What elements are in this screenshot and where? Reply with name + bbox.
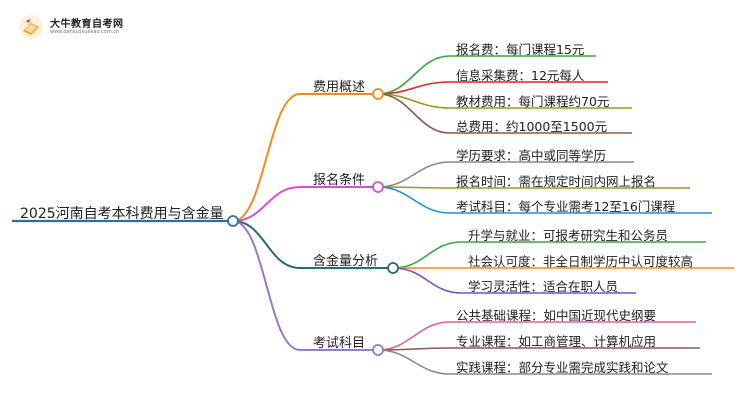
branch-label-fee-overview: 费用概述	[313, 80, 366, 95]
brand-url: www.daniuzixuekao.com.cn	[50, 28, 120, 35]
leaf-practice-courses: 实践课程：部分专业需完成实践和论文	[456, 360, 669, 375]
branch-label-exam-subjects: 考试科目	[313, 336, 366, 351]
brand-name: 大牛教育自考网	[50, 18, 124, 30]
branch1-node-circle	[372, 88, 384, 100]
mindmap-root-label: 2025河南自考本科费用与含金量	[20, 206, 224, 222]
link-b1-leaf1	[377, 55, 596, 95]
leaf-public-courses: 公共基础课程：如中国近现代史纲要	[456, 308, 657, 323]
leaf-textbook-fee: 教材费用：每门课程约70元	[456, 94, 610, 109]
link-b1-leaf3	[377, 93, 632, 109]
link-b3-leaf3	[392, 267, 636, 294]
branch2-node-circle	[372, 181, 384, 193]
link-root-branch3	[232, 220, 393, 269]
book-logo-icon	[19, 15, 43, 39]
branch4-node-circle	[372, 344, 384, 356]
link-root-branch4	[232, 220, 378, 351]
link-b4-leaf3	[377, 349, 712, 375]
link-root-branch1	[232, 93, 378, 222]
leaf-registration-time: 报名时间：需在规定时间内网上报名	[456, 174, 657, 189]
leaf-info-collection-fee: 信息采集费：12元每人	[456, 68, 585, 83]
leaf-learning-flexibility: 学习灵活性：适合在职人员	[468, 279, 619, 294]
leaf-further-study-employment: 升学与就业：可报考研究生和公务员	[468, 228, 669, 243]
branch-label-value-analysis: 含金量分析	[313, 254, 379, 269]
link-b1-leaf2	[377, 81, 608, 95]
leaf-social-recognition: 社会认可度：非全日制学历中认可度较高	[468, 254, 694, 269]
link-b4-leaf1	[377, 321, 696, 351]
branch3-node-circle	[387, 262, 399, 274]
leaf-education-requirement: 学历要求：高中或同等学历	[456, 148, 607, 163]
link-b2-leaf1	[377, 161, 634, 188]
leaf-total-fee: 总费用：约1000至1500元	[456, 119, 608, 134]
link-root-branch2	[232, 186, 378, 222]
leaf-registration-fee: 报名费：每门课程15元	[456, 42, 585, 57]
leaf-exam-courses: 考试科目：每个专业需考12至16门课程	[456, 199, 676, 214]
link-b2-leaf3	[377, 186, 712, 214]
branch-label-registration-conditions: 报名条件	[313, 173, 366, 188]
leaf-major-courses: 专业课程：如工商管理、计算机应用	[456, 334, 657, 349]
root-node-circle	[227, 215, 239, 227]
link-b3-leaf1	[392, 241, 706, 269]
link-b1-leaf4	[377, 93, 632, 134]
link-b4-leaf2	[377, 347, 700, 351]
brand-logo: 大牛教育自考网 www.daniuzixuekao.com.cn	[18, 14, 124, 40]
link-b2-leaf2	[377, 186, 690, 189]
